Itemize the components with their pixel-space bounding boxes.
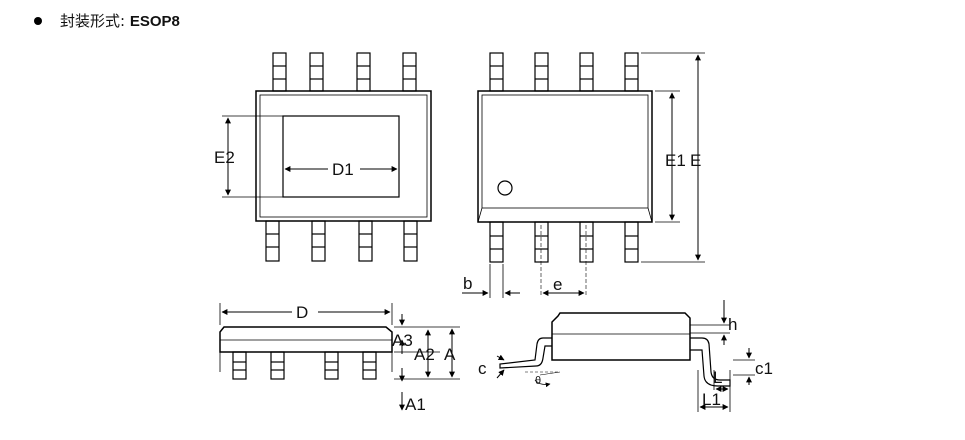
label-A3: A3 xyxy=(392,331,413,350)
side-view xyxy=(219,303,460,411)
label-E1: E1 xyxy=(665,151,686,170)
label-A2: A2 xyxy=(414,345,435,364)
label-A: A xyxy=(444,345,456,364)
bottom-view xyxy=(222,52,432,262)
label-c: c xyxy=(478,359,487,378)
label-e: e xyxy=(553,275,562,294)
label-D1: D1 xyxy=(332,160,354,179)
side-view-leads xyxy=(232,351,377,380)
label-A1: A1 xyxy=(405,395,426,414)
bottom-view-top-pins xyxy=(272,52,417,92)
label-theta: θ xyxy=(535,375,541,387)
bottom-view-bottom-pins xyxy=(265,220,418,262)
label-h: h xyxy=(728,315,737,334)
top-view-top-pins xyxy=(489,52,639,92)
package-name: ESOP8 xyxy=(129,13,180,30)
bullet-icon xyxy=(34,16,42,25)
label-E2: E2 xyxy=(214,148,235,167)
profile-view xyxy=(496,300,755,412)
label-L: L xyxy=(713,368,722,387)
top-view-bottom-pins xyxy=(489,221,639,263)
label-b: b xyxy=(463,274,472,293)
label-L1: L1 xyxy=(702,390,721,409)
pin1-marker-icon xyxy=(497,180,513,196)
top-view xyxy=(462,52,705,298)
package-header: 封装形式: ESOP8 xyxy=(34,10,180,31)
package-title: 封装形式: ESOP8 xyxy=(60,10,180,31)
label-E: E xyxy=(690,151,701,170)
package-prefix: 封装形式: xyxy=(60,12,130,30)
label-D: D xyxy=(296,303,308,322)
label-c1: c1 xyxy=(755,359,773,378)
